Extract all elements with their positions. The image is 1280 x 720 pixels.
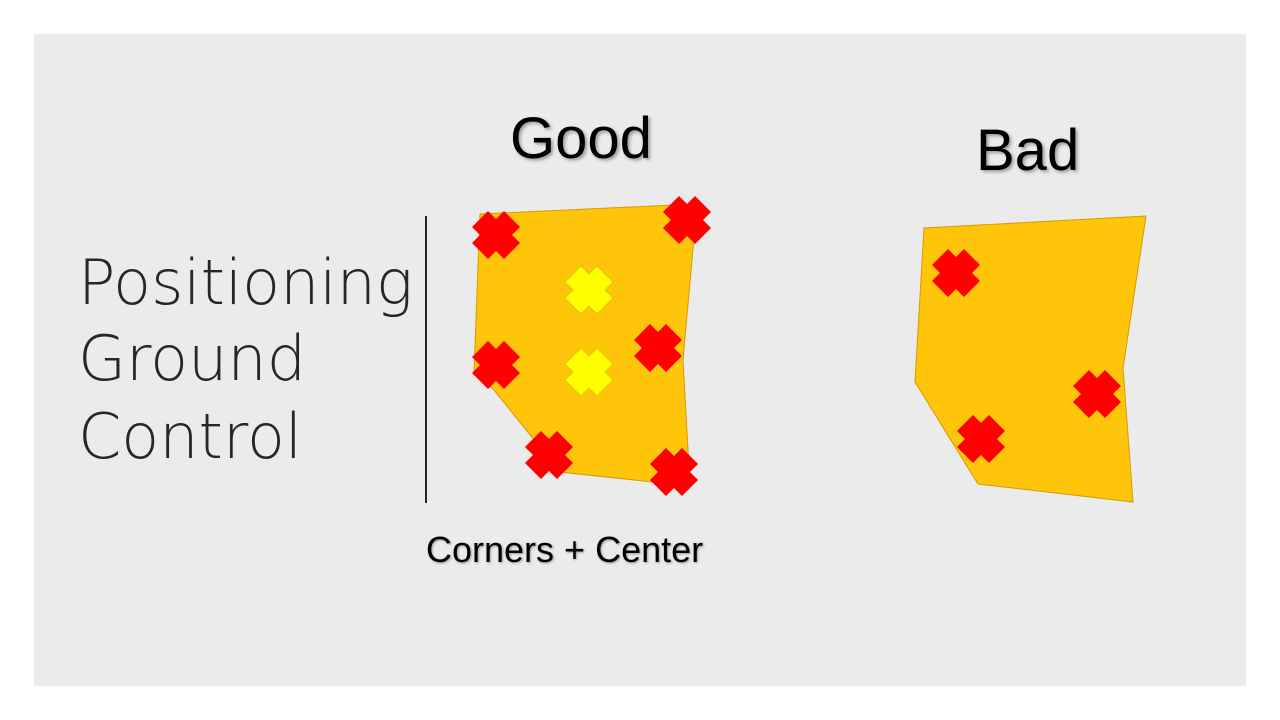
- divider-line: [425, 216, 427, 503]
- title-line-2: Ground: [78, 322, 307, 395]
- good-heading: Good: [510, 106, 652, 171]
- title-line-1: Positioning: [78, 246, 414, 319]
- title-line-3: Control: [78, 400, 303, 473]
- caption-text: Corners + Center: [426, 529, 704, 570]
- bad-heading: Bad: [976, 118, 1080, 183]
